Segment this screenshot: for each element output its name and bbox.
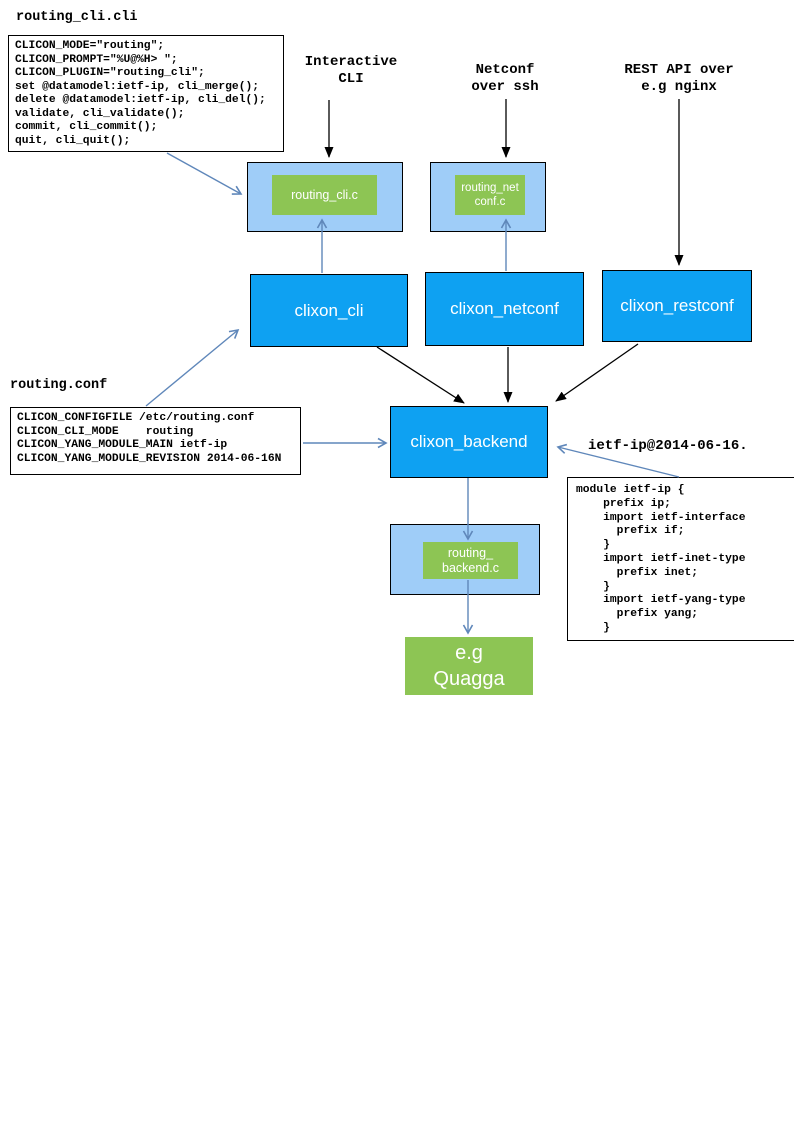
annotation-rest-api: REST API over e.g nginx bbox=[624, 62, 734, 95]
arrow-restconf-to-backend bbox=[555, 343, 639, 402]
plugin-container-cli: routing_cli.c bbox=[247, 162, 403, 232]
ietf-yang-code-box: module ietf-ip { prefix ip; import ietf-… bbox=[567, 477, 794, 641]
plugin-routing-netconf-c: routing_net conf.c bbox=[455, 175, 525, 215]
plugin-container-netconf: routing_net conf.c bbox=[430, 162, 546, 232]
plugin-routing-cli-c: routing_cli.c bbox=[272, 175, 377, 215]
arrow-cli-file-to-plugin bbox=[166, 152, 243, 195]
node-clixon-restconf: clixon_restconf bbox=[602, 270, 752, 342]
routing-conf-code-box: CLICON_CONFIGFILE /etc/routing.conf CLIC… bbox=[10, 407, 301, 475]
routing-cli-code-box: CLICON_MODE="routing"; CLICON_PROMPT="%U… bbox=[8, 35, 284, 152]
arrow-conf-to-clixon-cli bbox=[145, 328, 240, 407]
routing-conf-file-title: routing.conf bbox=[10, 378, 108, 393]
node-quagga: e.g Quagga bbox=[405, 637, 533, 695]
annotation-netconf-over-ssh: Netconf over ssh bbox=[471, 62, 539, 95]
plugin-routing-backend-c: routing_ backend.c bbox=[423, 542, 518, 579]
node-clixon-backend: clixon_backend bbox=[390, 406, 548, 478]
ietf-yang-label: ietf-ip@2014-06-16. bbox=[588, 438, 748, 454]
node-clixon-netconf: clixon_netconf bbox=[425, 272, 584, 346]
annotation-interactive-cli: Interactive CLI bbox=[304, 54, 398, 87]
plugin-container-backend: routing_ backend.c bbox=[390, 524, 540, 595]
arrow-cli-to-backend bbox=[376, 346, 465, 404]
routing-cli-file-title: routing_cli.cli bbox=[16, 10, 138, 25]
node-clixon-cli: clixon_cli bbox=[250, 274, 408, 347]
